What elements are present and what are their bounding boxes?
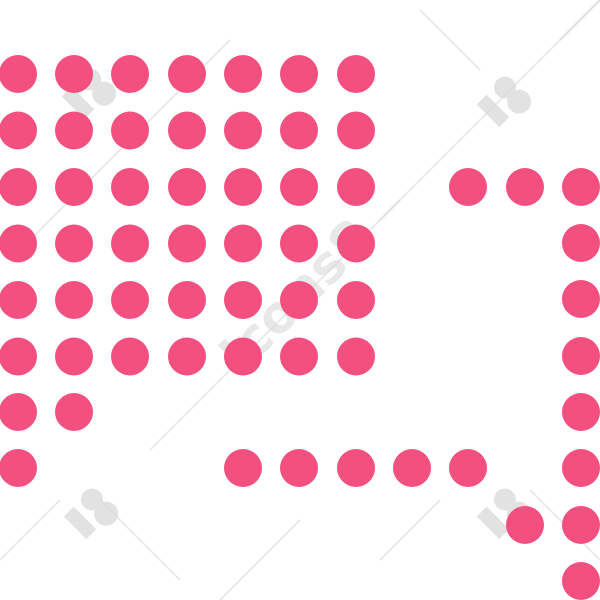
pink-dot xyxy=(55,224,93,263)
pink-dot xyxy=(393,449,431,487)
pink-dot xyxy=(280,281,318,319)
pink-dot xyxy=(168,168,206,206)
pink-dot xyxy=(562,449,600,487)
pink-dot xyxy=(224,224,262,263)
watermark-line xyxy=(419,9,481,71)
pink-dot xyxy=(0,168,37,206)
pink-dot xyxy=(55,111,93,150)
pink-dot xyxy=(0,337,37,376)
pink-dot xyxy=(280,168,318,206)
pink-dot xyxy=(280,449,318,487)
pink-dot xyxy=(168,55,206,93)
pink-dot xyxy=(224,168,262,206)
pink-dot xyxy=(337,55,375,93)
pink-dot xyxy=(168,337,206,376)
pink-dot xyxy=(449,449,487,487)
pink-dot xyxy=(224,449,262,487)
pink-dot xyxy=(0,111,37,150)
pink-dot xyxy=(562,337,600,375)
pink-dot xyxy=(0,281,37,319)
pink-dot xyxy=(224,337,262,376)
pink-dot xyxy=(337,449,375,487)
pink-dot xyxy=(337,224,375,263)
watermark-line xyxy=(219,519,301,600)
pink-dot xyxy=(562,506,600,544)
pink-dot xyxy=(168,111,206,150)
watermark-line xyxy=(0,499,61,561)
pink-dot xyxy=(111,111,149,150)
pink-dot xyxy=(55,393,93,431)
pink-dot xyxy=(280,337,318,376)
pink-dot xyxy=(337,111,375,150)
pink-dot xyxy=(55,55,93,93)
watermark-line xyxy=(379,499,441,561)
pink-dot xyxy=(562,562,600,600)
pink-dot xyxy=(111,281,149,319)
pink-dot xyxy=(562,280,600,318)
pink-dot xyxy=(337,281,375,319)
pink-dot xyxy=(562,224,600,262)
watermark-badge xyxy=(476,76,532,128)
watermark-badge xyxy=(63,488,119,540)
watermark-line xyxy=(559,0,600,41)
pink-dot xyxy=(562,393,600,431)
pink-dot xyxy=(562,168,600,206)
pink-dot xyxy=(224,55,262,93)
pink-dot xyxy=(55,168,93,206)
pink-dot xyxy=(506,168,544,206)
pink-dot xyxy=(0,55,37,93)
pink-dot xyxy=(506,506,544,544)
pink-dot xyxy=(337,168,375,206)
pink-dot xyxy=(0,393,37,431)
pink-dot xyxy=(449,168,487,206)
pink-dot xyxy=(111,337,149,376)
pink-dot xyxy=(0,224,37,263)
pink-dot xyxy=(111,224,149,263)
pink-dot xyxy=(280,55,318,93)
pink-dot xyxy=(168,281,206,319)
pink-dot xyxy=(55,337,93,376)
pink-dot xyxy=(224,281,262,319)
pink-dot xyxy=(280,224,318,263)
pink-dot xyxy=(111,55,149,93)
pink-dot xyxy=(111,168,149,206)
pink-dot xyxy=(0,449,37,487)
pink-dot xyxy=(337,337,375,376)
pink-dot xyxy=(224,111,262,150)
pink-dot xyxy=(168,224,206,263)
dot-group xyxy=(0,55,600,600)
pink-dot xyxy=(55,281,93,319)
pink-dot xyxy=(280,111,318,150)
